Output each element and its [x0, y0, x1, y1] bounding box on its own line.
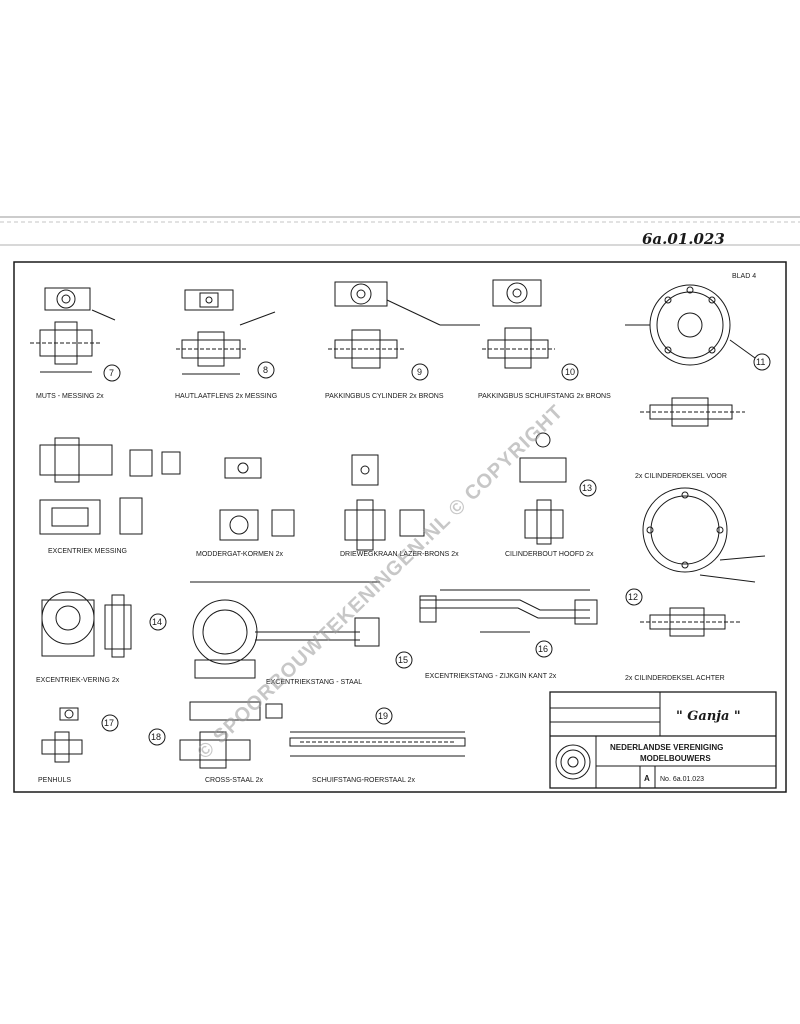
part-12-number: 12 [628, 592, 638, 602]
part-10-number: 10 [565, 367, 575, 377]
part-17-number: 17 [104, 718, 114, 728]
part-16-number: 16 [538, 644, 548, 654]
title-block-org-line1: NEDERLANDSE VERENIGING [610, 743, 723, 752]
part-15-label: EXCENTRIEKSTANG - STAAL [266, 679, 362, 686]
part-7-label: MUTS - MESSING 2x [36, 393, 104, 400]
part-11-balloon [753, 353, 771, 371]
part-18-number: 18 [151, 732, 161, 742]
drawing-frame [13, 261, 787, 793]
part-10-balloon [561, 363, 579, 381]
part-12-label: 2x CILINDERDEKSEL ACHTER [625, 675, 725, 682]
part-15-balloon [395, 651, 413, 669]
moddergat-label: MODDERGAT-KORMEN 2x [196, 551, 283, 558]
title-block-org-line2: MODELBOUWERS [640, 754, 711, 763]
excentriek-drawing [39, 437, 181, 535]
part-9-drawing [328, 281, 480, 369]
part-9-label: PAKKINGBUS CYLINDER 2x BRONS [325, 393, 444, 400]
part-17-drawing [41, 707, 83, 763]
part-14-drawing [41, 591, 132, 658]
driewegkraan-drawing [344, 454, 425, 551]
moddergat-drawing [219, 457, 295, 541]
part-11-drawing [625, 284, 756, 427]
part-19-label: SCHUIFSTANG-ROERSTAAL 2x [312, 777, 415, 784]
sheet-label: BLAD 4 [732, 273, 756, 280]
part-8-balloon [257, 361, 275, 379]
part-10-drawing [482, 279, 555, 369]
part-9-balloon [411, 363, 429, 381]
association-seal [555, 744, 591, 780]
part-15-drawing [190, 581, 380, 679]
excentriek-label: EXCENTRIEK MESSING [48, 548, 127, 555]
part-13-balloon [579, 479, 597, 497]
part-17-label: PENHULS [38, 777, 71, 784]
part-18-drawing [179, 701, 283, 769]
part-19-balloon [375, 707, 393, 725]
part-7-balloon [103, 364, 121, 382]
part-16-balloon [535, 640, 553, 658]
part-7-number: 7 [109, 368, 114, 378]
part-19-drawing [289, 731, 466, 757]
part-8-label: HAUTLAATFLENS 2x MESSING [175, 393, 277, 400]
part-9-number: 9 [417, 367, 422, 377]
part-17-balloon [101, 714, 119, 732]
part-7-drawing [30, 287, 116, 373]
part-8-drawing [176, 289, 276, 375]
title-block-drawing-number: No. 6a.01.023 [660, 776, 704, 783]
part-10-label: PAKKINGBUS SCHUIFSTANG 2x BRONS [478, 393, 611, 400]
part-13-drawing [519, 432, 567, 545]
part-12-drawing [640, 487, 766, 637]
part-16-drawing [419, 589, 598, 633]
title-block [549, 691, 777, 789]
part-13-label: CILINDERBOUT HOOFD 2x [505, 551, 594, 558]
part-11-number: 11 [756, 357, 765, 367]
part-11-label: 2x CILINDERDEKSEL VOOR [635, 473, 727, 480]
part-18-label: CROSS-STAAL 2x [205, 777, 263, 784]
part-12-balloon [625, 588, 643, 606]
part-13-number: 13 [582, 483, 592, 493]
driewegkraan-label: DRIEWEGKRAAN LAZER-BRONS 2x [340, 551, 459, 558]
part-19-number: 19 [378, 711, 388, 721]
part-14-label: EXCENTRIEK-VERING 2x [36, 677, 120, 684]
part-16-label: EXCENTRIEKSTANG - ZIJKGIN KANT 2x [425, 673, 557, 680]
part-8-number: 8 [263, 365, 268, 375]
handwritten-reference: 6a.01.023 [642, 230, 725, 248]
title-block-a-letter: A [644, 774, 650, 783]
part-14-balloon [149, 613, 167, 631]
title-block-name: " Ganja " [676, 709, 741, 724]
part-15-number: 15 [398, 655, 408, 665]
part-18-balloon [148, 728, 166, 746]
part-14-number: 14 [152, 617, 162, 627]
